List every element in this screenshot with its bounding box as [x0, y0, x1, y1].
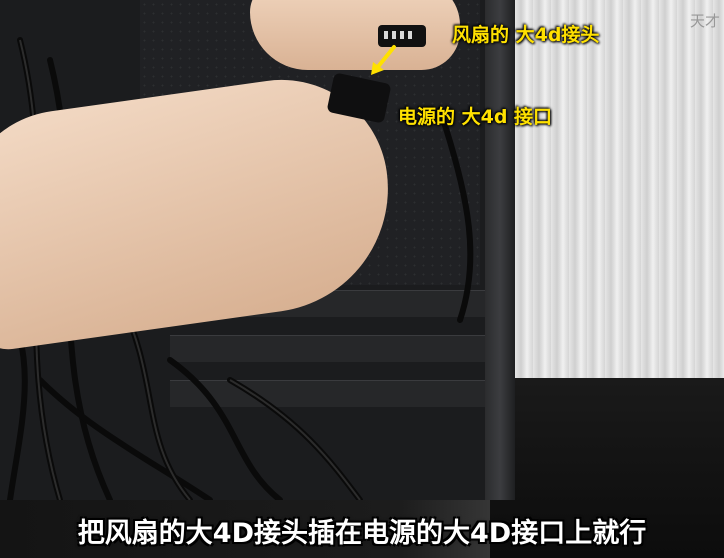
case-edge: [485, 0, 515, 500]
fan-connector-label: 风扇的 大4d接头: [452, 24, 600, 46]
case-rail: [170, 335, 485, 362]
fan-molex-connector: [378, 25, 426, 47]
video-subtitle: 把风扇的大4D接头插在电源的大4D接口上就行: [77, 518, 647, 549]
case-rail: [170, 380, 485, 407]
channel-watermark: 天才: [689, 12, 720, 30]
desk-surface: [490, 378, 724, 558]
yellow-arrow-icon: [371, 45, 396, 75]
upper-hand: [250, 0, 460, 70]
background-curtain: [515, 0, 724, 380]
psu-connector-label: 电源的 大4d 接口: [398, 106, 553, 128]
